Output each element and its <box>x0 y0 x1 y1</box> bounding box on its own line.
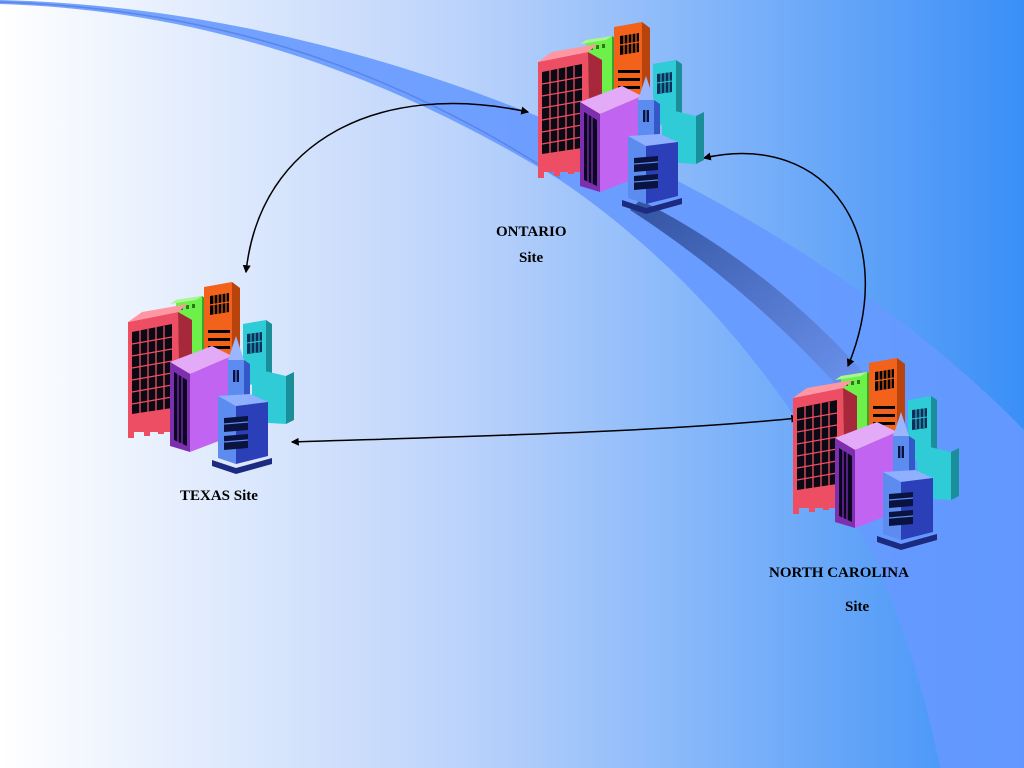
north-carolina-site-label: NORTH CAROLINA <box>769 565 909 581</box>
arrow-ontario-north-carolina <box>702 152 866 368</box>
texas-site-label: TEXAS Site <box>180 488 258 504</box>
arrow-texas-north-carolina <box>290 414 800 446</box>
ontario-site-label: ONTARIO <box>496 224 567 240</box>
north-carolina-site-sublabel: Site <box>845 599 870 615</box>
ontario-site-sublabel: Site <box>519 250 544 266</box>
arrow-ontario-texas <box>242 102 530 274</box>
